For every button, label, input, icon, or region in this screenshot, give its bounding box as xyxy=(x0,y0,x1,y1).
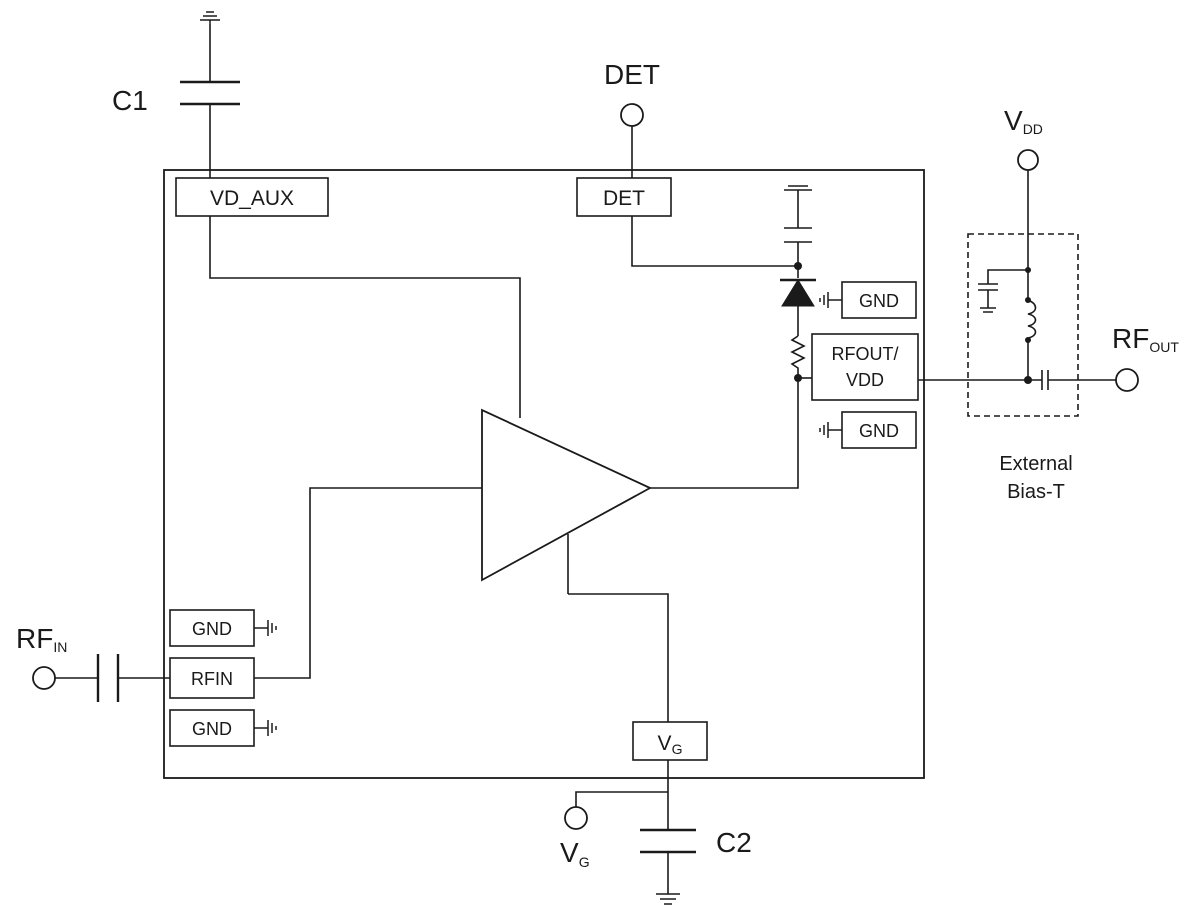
pin-gnd-mid xyxy=(841,411,917,449)
chip-outline xyxy=(163,169,925,779)
bias-t-label-1: External xyxy=(999,453,1072,475)
pin-vd-aux-label: VD_AUX xyxy=(210,187,294,210)
pin-det-label: DET xyxy=(603,187,645,210)
c2-label: C2 xyxy=(716,827,752,858)
c1-ground-icon xyxy=(200,11,220,24)
pin-vg-label: VG xyxy=(658,732,683,757)
c2-capacitor xyxy=(640,828,696,894)
detector-diode-icon xyxy=(780,266,816,336)
pin-rfout-vdd-label-2: VDD xyxy=(846,370,884,390)
pin-gnd-left-bottom xyxy=(169,709,255,747)
amplifier-triangle xyxy=(481,408,652,582)
det-wire xyxy=(631,216,798,267)
vd-aux-wire xyxy=(209,216,521,418)
vdd-terminal xyxy=(1017,149,1039,171)
bias-t-label-2: Bias-T xyxy=(1007,481,1065,503)
pin-gnd-top xyxy=(841,281,917,319)
bias-t-box xyxy=(967,233,1079,417)
vg-terminal xyxy=(564,806,588,830)
pin-gnd-left-bottom-label: GND xyxy=(192,719,232,739)
rfin-terminal xyxy=(32,666,56,690)
gnd-left-top-ground-icon xyxy=(254,620,277,636)
pin-gnd-top-label: GND xyxy=(859,291,899,311)
rfin-wire xyxy=(254,487,482,679)
vg-external-label: VG xyxy=(560,837,590,870)
rfout-coupling-capacitor xyxy=(1041,370,1116,390)
c2-ground-icon xyxy=(656,893,680,905)
gnd-top-ground-icon xyxy=(819,292,842,308)
gnd-left-bottom-ground-icon xyxy=(254,720,277,736)
pin-gnd-left-top-label: GND xyxy=(192,619,232,639)
rfout-terminal xyxy=(1115,368,1139,392)
rfin-coupling-capacitor xyxy=(55,654,170,702)
rfout-label: RFOUT xyxy=(1112,323,1179,355)
pin-gnd-left-top xyxy=(169,609,255,647)
detector-resistor-icon xyxy=(790,335,806,378)
detector-decoupling-cap xyxy=(784,185,812,266)
pin-det xyxy=(576,177,672,217)
vdd-label: VDD xyxy=(1004,105,1043,137)
c1-capacitor xyxy=(180,24,240,180)
bias-t-inductor-icon xyxy=(1027,299,1037,339)
pin-vd-aux xyxy=(175,177,329,217)
pin-gnd-mid-label: GND xyxy=(859,421,899,441)
det-terminal xyxy=(620,103,644,127)
det-external-label: DET xyxy=(604,59,660,90)
pin-rfout-vdd xyxy=(811,333,919,401)
amp-output-wire xyxy=(650,378,799,489)
pin-rfout-vdd-label-1: RFOUT/ xyxy=(832,344,899,364)
pin-vg xyxy=(632,721,708,761)
pin-rfin-label: RFIN xyxy=(191,669,233,689)
rfin-external-label: RFIN xyxy=(16,623,67,655)
c1-label: C1 xyxy=(112,85,148,116)
bias-t-capacitor xyxy=(978,269,1028,313)
gnd-mid-ground-icon xyxy=(819,422,842,438)
